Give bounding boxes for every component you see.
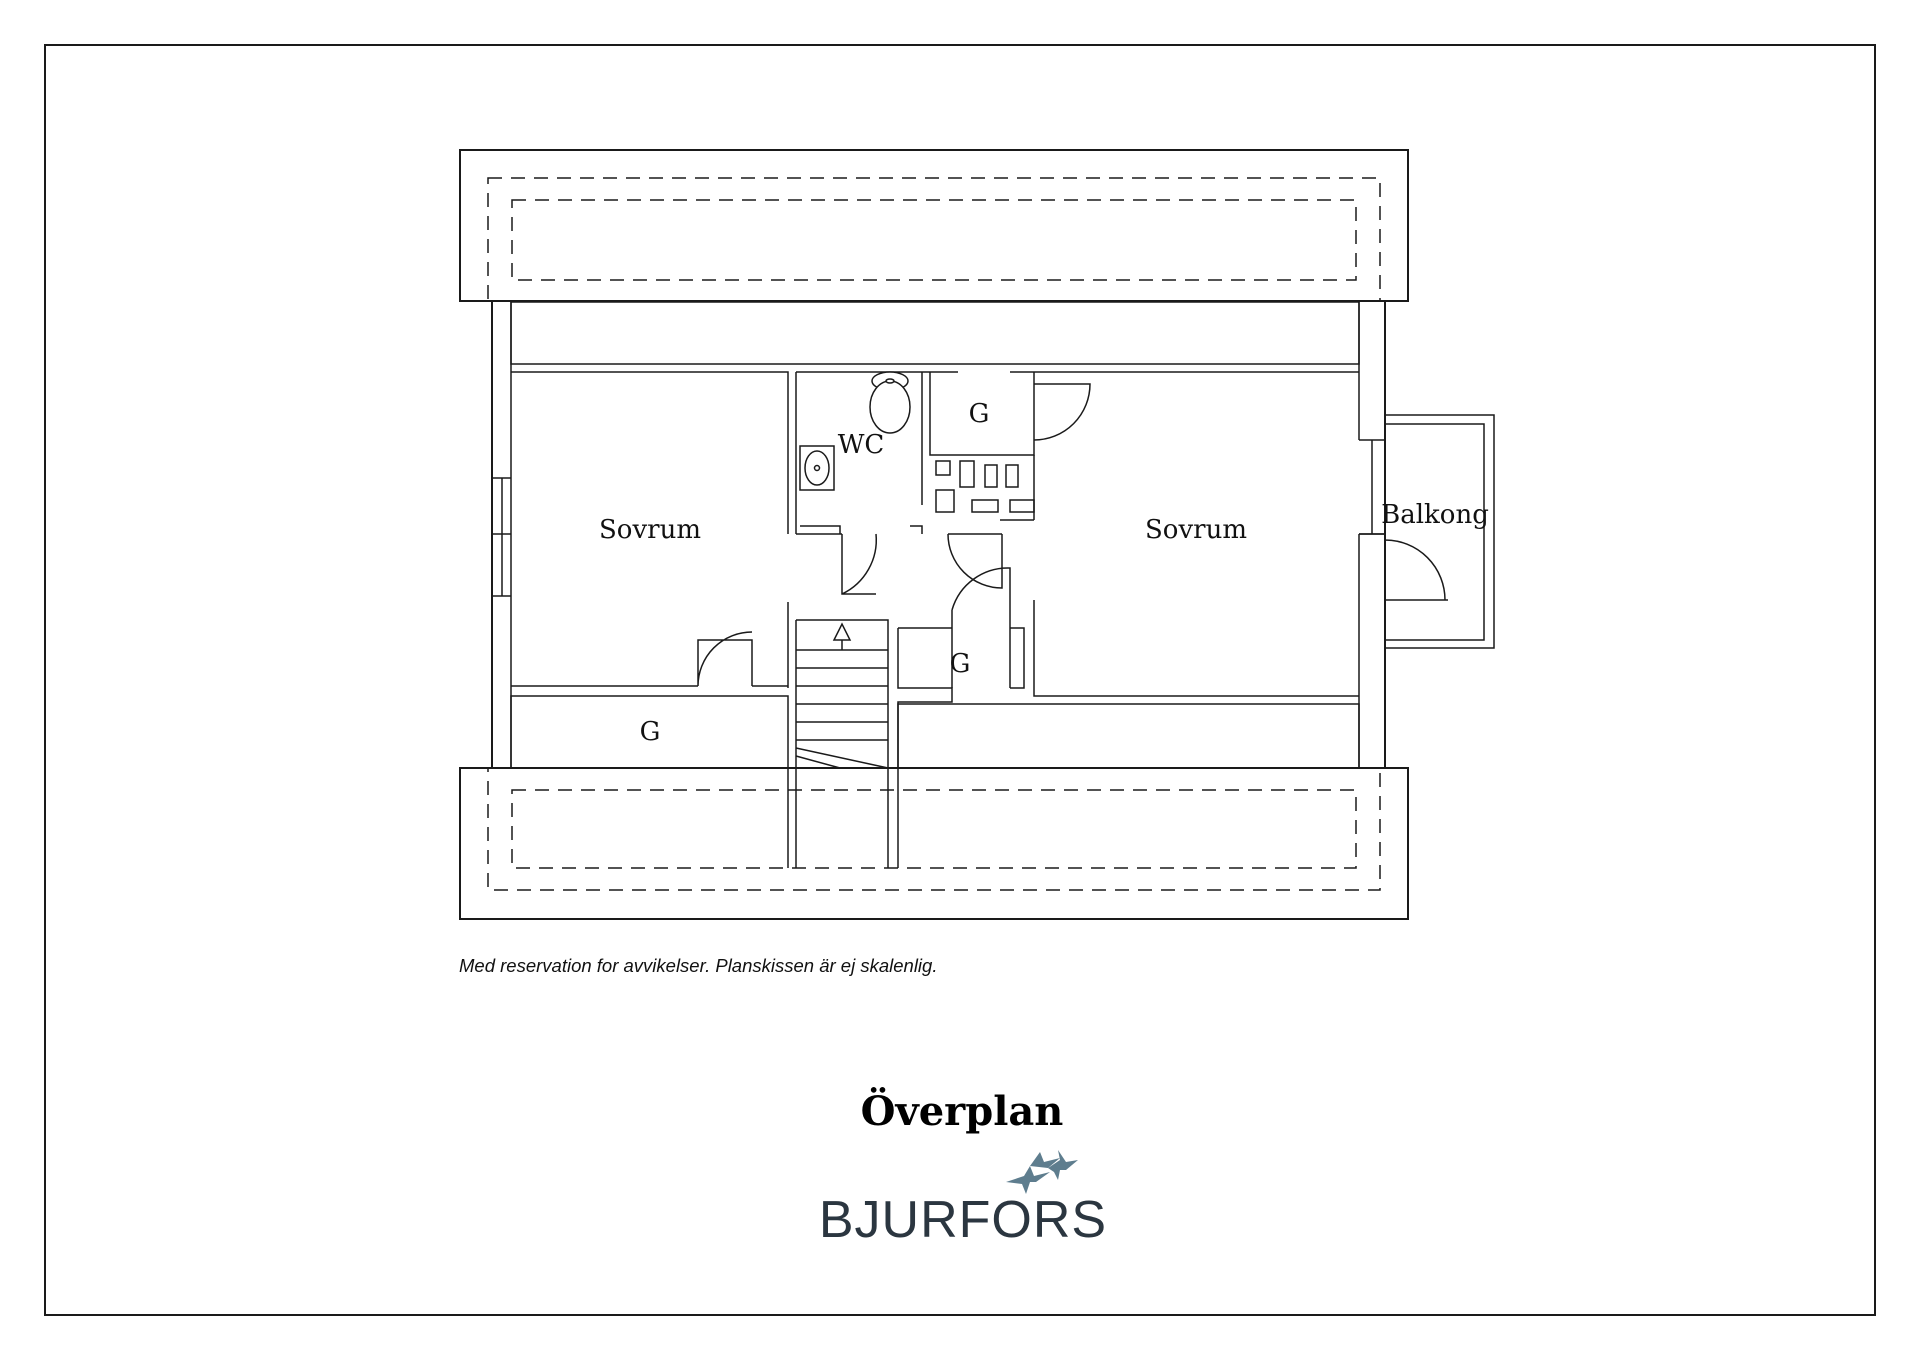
stair-shaft-lines bbox=[787, 768, 899, 868]
wc-door bbox=[841, 533, 878, 595]
brand-name: BJURFORS bbox=[819, 1191, 1107, 1249]
balcony-outline bbox=[1385, 414, 1495, 649]
bedroom-left-walls bbox=[511, 371, 789, 688]
room-label-wc: WC bbox=[838, 430, 885, 460]
closet-mid-door bbox=[951, 567, 1011, 688]
closet-top-walls bbox=[929, 371, 1035, 456]
window-left bbox=[492, 477, 511, 597]
bedroom-right-door bbox=[947, 533, 1003, 589]
roof-dashed-outer-top bbox=[487, 177, 1381, 302]
shelf-fixtures bbox=[935, 460, 1035, 513]
page-frame bbox=[44, 44, 1876, 1316]
closet-top-door bbox=[1033, 380, 1091, 441]
room-label-g-top: G bbox=[969, 399, 990, 429]
window-right bbox=[1359, 439, 1385, 535]
balcony-door bbox=[1359, 533, 1448, 601]
sink-fixture bbox=[799, 445, 835, 491]
roof-eave-top bbox=[459, 149, 1409, 302]
bjurfors-birds-logo-icon bbox=[1006, 1150, 1078, 1194]
room-label-sovrum-right: Sovrum bbox=[1145, 515, 1247, 545]
room-label-g-middle: G bbox=[950, 649, 971, 679]
storage-top-strip bbox=[510, 301, 1360, 365]
staircase bbox=[795, 619, 889, 769]
bedroom-left-door bbox=[697, 631, 753, 687]
roof-dashed-inner-bottom bbox=[511, 789, 1357, 869]
disclaimer-text: Med reservation for avvikelser. Planskis… bbox=[459, 955, 937, 976]
plan-title: Överplan bbox=[861, 1088, 1064, 1135]
bedroom-right-walls bbox=[1000, 371, 1360, 697]
toilet-fixture bbox=[869, 371, 911, 434]
roof-dashed-outer-bottom bbox=[487, 767, 1381, 891]
storage-bottom-right bbox=[897, 703, 1360, 769]
stair-arrow-icon bbox=[832, 622, 852, 650]
room-label-balkong: Balkong bbox=[1381, 500, 1489, 530]
room-label-sovrum-left: Sovrum bbox=[599, 515, 701, 545]
floor-plan: Sovrum Sovrum WC Balkong G G G bbox=[459, 149, 1495, 920]
roof-dashed-inner-top bbox=[511, 199, 1357, 281]
room-label-g-bottom-left: G bbox=[640, 717, 661, 747]
storage-bottom-left bbox=[510, 695, 789, 769]
wc-walls bbox=[795, 371, 958, 535]
